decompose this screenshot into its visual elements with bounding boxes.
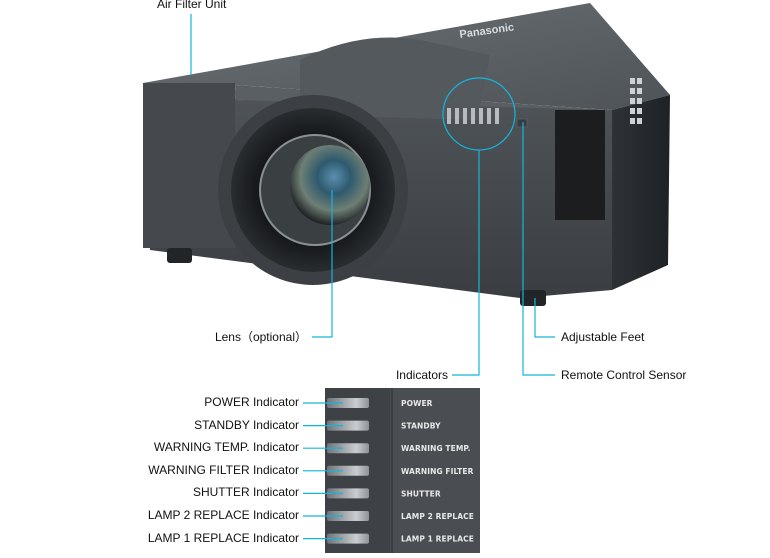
leader-indicators: [452, 150, 480, 376]
foot-right: [520, 290, 546, 306]
indicator-callout: WARNING FILTER Indicator: [148, 462, 299, 477]
indicator-callout: LAMP 1 REPLACE Indicator: [147, 530, 299, 545]
indicator-panel-label: LAMP 1 REPLACE: [401, 535, 474, 544]
callout-indicators: Indicators: [395, 368, 448, 382]
indicator-callout: SHUTTER Indicator: [192, 485, 299, 500]
foot-left: [167, 248, 192, 263]
indicator-panel-label: SHUTTER: [401, 489, 441, 498]
remote-sensor-window: [516, 118, 528, 128]
indicator-led: [327, 511, 369, 521]
callout-air-filter-unit: Air Filter Unit: [157, 0, 227, 11]
indicator-led: [327, 465, 369, 476]
leader-lens: [312, 190, 333, 338]
leader-remote-sensor: [522, 122, 555, 376]
indicator-callout: LAMP 2 REPLACE Indicator: [147, 508, 299, 522]
indicator-callout: WARNING TEMP. Indicator: [153, 440, 299, 455]
projector-side: [612, 95, 670, 290]
indicator-callout: STANDBY Indicator: [194, 417, 299, 432]
indicator-led: [327, 488, 369, 499]
indicator-panel-label: WARNING FILTER: [401, 467, 474, 476]
indicator-callout: POWER Indicator: [204, 395, 299, 409]
indicator-panel-label: WARNING TEMP.: [401, 444, 471, 453]
indicator-led: [327, 420, 369, 431]
indicator-panel-label: POWER: [401, 399, 433, 408]
callout-lens: Lens（optional）: [214, 330, 307, 344]
indicator-panel-label: LAMP 2 REPLACE: [401, 512, 474, 521]
callout-adjustable-feet: Adjustable Feet: [561, 330, 645, 344]
indicator-led: [327, 533, 369, 544]
indicator-led: [327, 443, 369, 454]
indicator-leds-on-projector: [447, 108, 499, 124]
indicator-panel: POWER STANDBY WARNING TEMP. WARNING FILTER S…: [303, 388, 480, 553]
leader-adjustable-feet: [534, 298, 555, 338]
indicator-panel-label: STANDBY: [401, 422, 441, 431]
indicator-led: [327, 398, 369, 408]
callout-remote-control-sensor: Remote Control Sensor: [561, 368, 687, 382]
